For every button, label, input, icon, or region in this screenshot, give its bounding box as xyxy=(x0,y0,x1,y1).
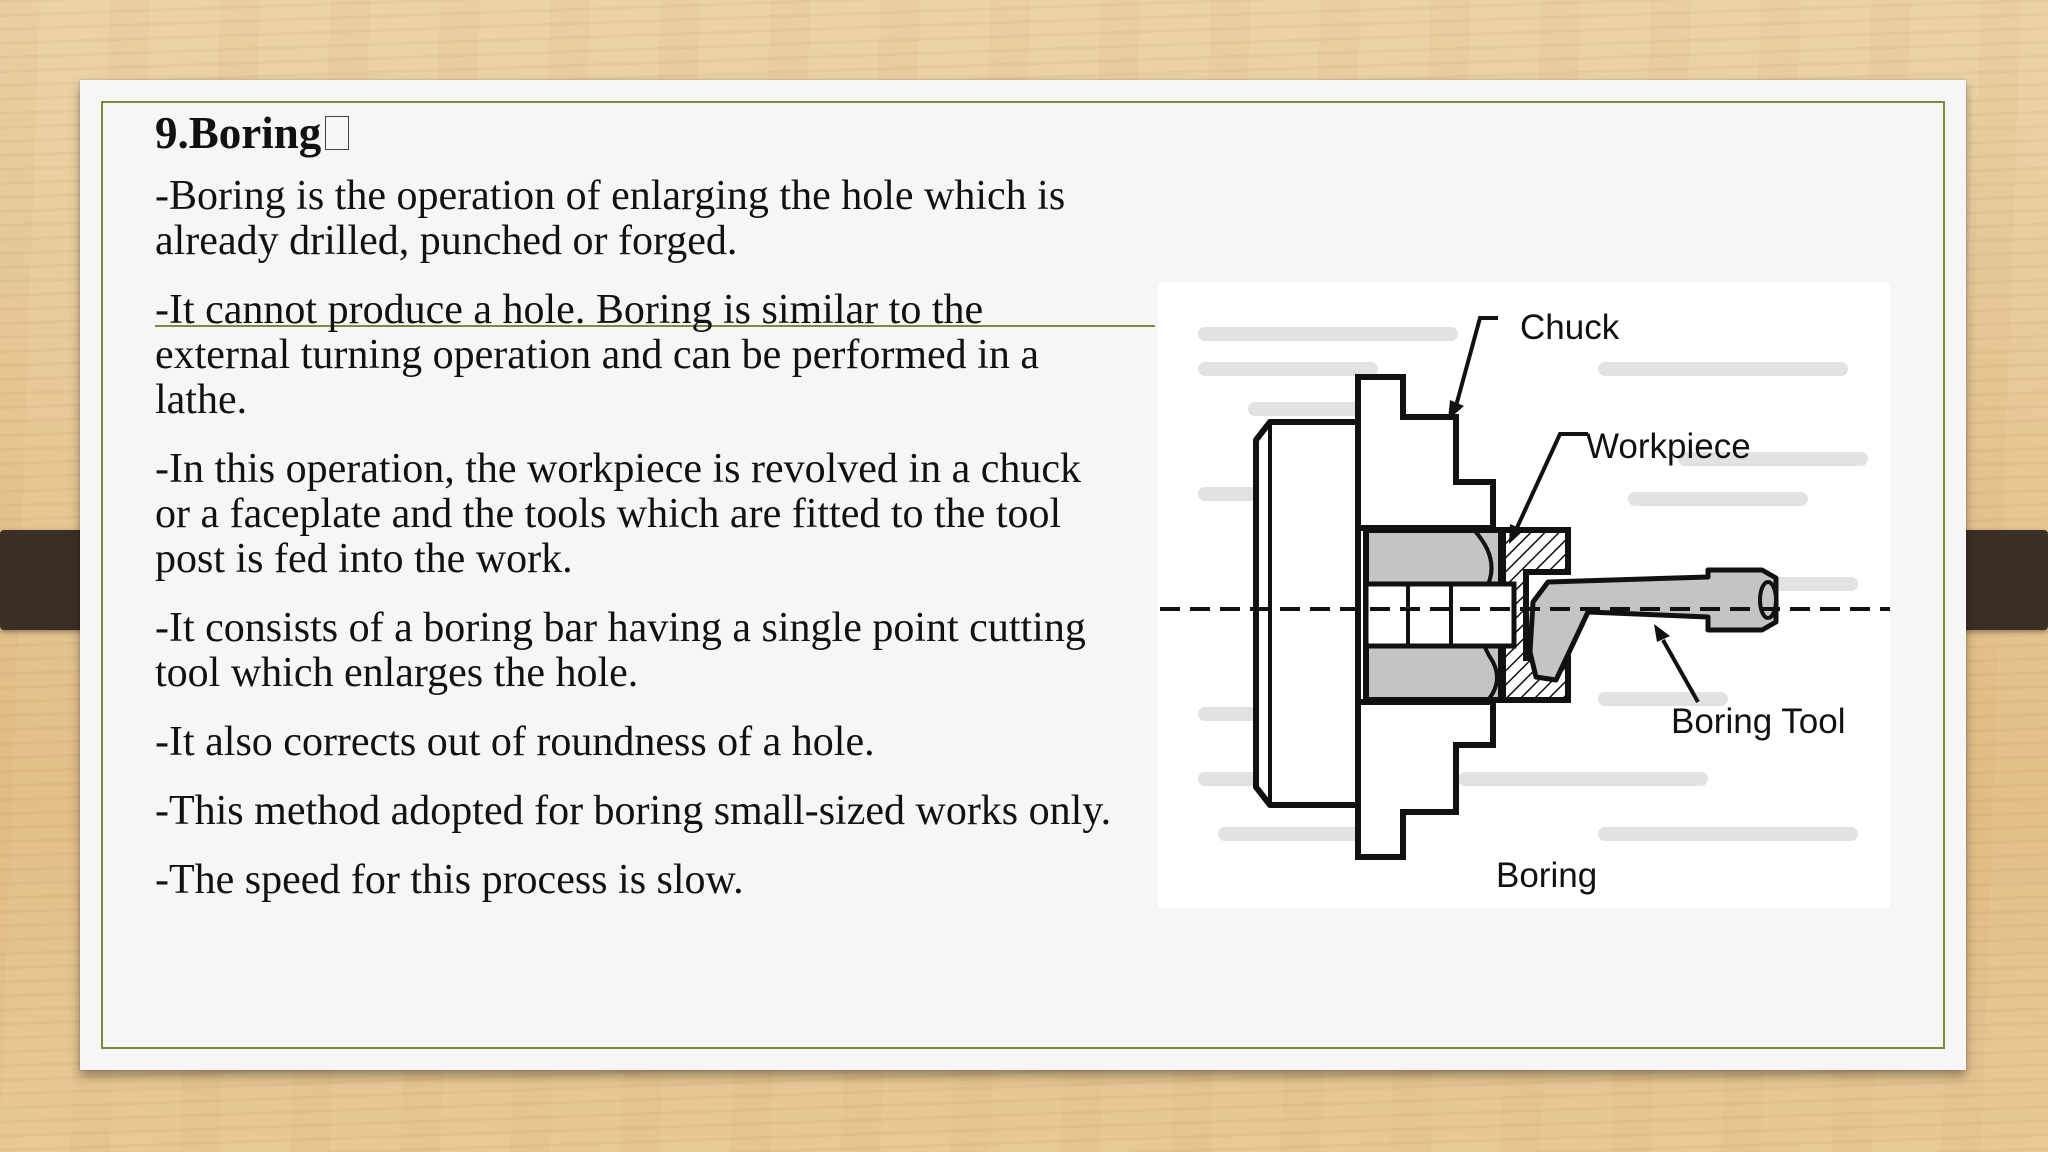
chuck-label: Chuck xyxy=(1520,308,1620,347)
workpiece-label: Workpiece xyxy=(1586,427,1751,466)
bore-hole xyxy=(1363,581,1517,649)
boring-tool-leader-line xyxy=(1661,639,1700,703)
paragraph-4: -It consists of a boring bar having a si… xyxy=(155,605,1086,696)
paragraph-5: -It also corrects out of roundness of a … xyxy=(155,719,875,765)
paragraph-3: -In this operation, the workpiece is rev… xyxy=(155,446,1082,582)
slide-title-text: 9.Boring xyxy=(155,108,322,158)
chuck-leader-line xyxy=(1454,316,1498,407)
paragraph-1: -Boring is the operation of enlarging th… xyxy=(155,173,1066,264)
figure-caption: Boring xyxy=(1496,856,1597,895)
tool-bar-end xyxy=(1758,580,1778,620)
title-divider-line xyxy=(155,325,1155,327)
slide-text-column: 9.Boring -Boring is the operation of enl… xyxy=(155,108,1115,927)
paragraph-7: -The speed for this process is slow. xyxy=(155,857,744,903)
hatched-section xyxy=(1500,527,1571,703)
boring-diagram: Chuck Workpiece Boring Tool Boring xyxy=(1158,282,1890,908)
missing-glyph-box xyxy=(325,116,350,150)
boring-tool-bar xyxy=(1527,567,1779,683)
paragraph-2: -It cannot produce a hole. Boring is sim… xyxy=(155,287,1039,423)
slide-border-frame xyxy=(101,101,1945,1049)
workpiece-leader-line xyxy=(1513,432,1588,533)
paragraph-6: -This method adopted for boring small-si… xyxy=(155,788,1112,834)
slide-title: 9.Boring xyxy=(155,108,1115,158)
boring-tool-label: Boring Tool xyxy=(1671,702,1845,741)
